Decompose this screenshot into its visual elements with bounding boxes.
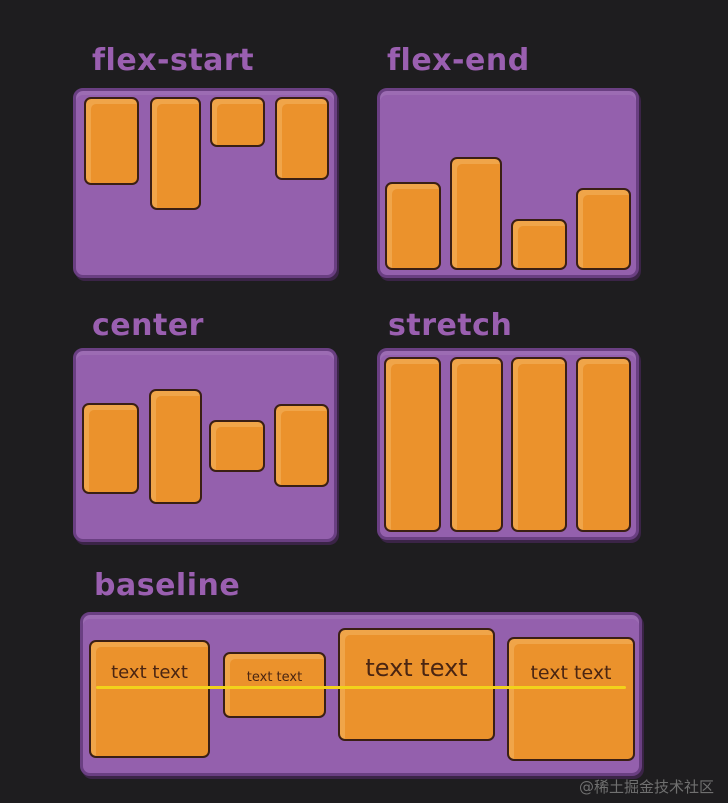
panel-label-flex-end: flex-end	[387, 43, 530, 78]
flex-item	[450, 157, 502, 270]
flex-item	[84, 97, 139, 185]
item-text: text text	[246, 670, 303, 685]
flex-item	[576, 188, 631, 270]
flex-item	[511, 357, 567, 532]
flex-item	[209, 420, 265, 472]
item-text: text text	[365, 654, 468, 682]
flex-item	[450, 357, 503, 532]
flex-item: text text	[223, 652, 326, 718]
flex-item: text text	[507, 637, 635, 761]
flex-item	[149, 389, 202, 504]
watermark: @稀土掘金技术社区	[578, 778, 714, 796]
flex-item	[385, 182, 441, 270]
panel-label-stretch: stretch	[388, 308, 513, 343]
flex-item	[511, 219, 567, 270]
item-text: text text	[111, 662, 188, 683]
flex-item	[150, 97, 201, 210]
flex-item	[384, 357, 441, 532]
flex-item: text text	[338, 628, 495, 741]
flex-item	[82, 403, 139, 494]
baseline-guide-line	[96, 686, 626, 689]
panel-label-flex-start: flex-start	[92, 43, 255, 78]
flex-item	[210, 97, 265, 147]
flex-item	[274, 404, 329, 487]
flex-item	[576, 357, 631, 532]
flex-item: text text	[89, 640, 210, 758]
flex-item	[275, 97, 329, 180]
panel-label-baseline: baseline	[94, 568, 241, 603]
panel-label-center: center	[92, 308, 204, 343]
item-text: text text	[530, 662, 612, 684]
